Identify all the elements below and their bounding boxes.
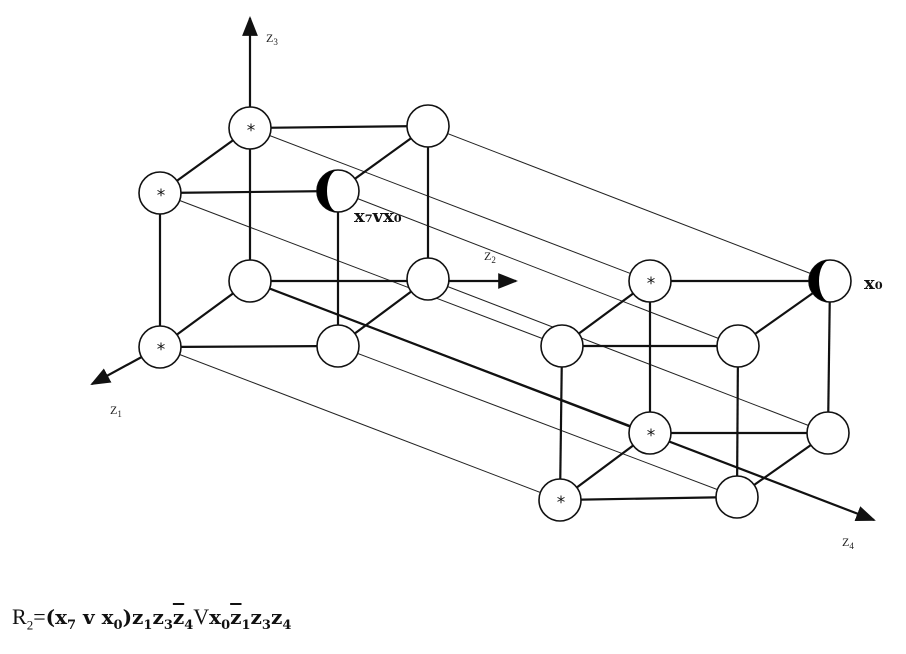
inter-cube-links [159, 125, 831, 501]
node-star [628, 259, 672, 303]
left-half-filled-node [316, 169, 360, 213]
node-star [228, 106, 272, 150]
star-mark: * [157, 186, 166, 206]
node [806, 411, 850, 455]
node [540, 324, 584, 368]
star-mark: * [647, 274, 656, 294]
node-star [138, 171, 182, 215]
star-mark: * [557, 493, 566, 513]
right-cube-edges [558, 279, 832, 502]
left-cube-edges [158, 124, 430, 349]
node-star [138, 325, 182, 369]
axes [90, 16, 876, 522]
star-marks: * * * * * * [157, 121, 656, 513]
z4-axis-label: Z4 [842, 535, 854, 551]
star-mark: * [647, 426, 656, 446]
left-cube-nodes [138, 104, 450, 369]
node [406, 257, 450, 301]
right-half-filled-node [808, 259, 852, 303]
z1-axis-label: Z1 [110, 403, 122, 419]
node-star [628, 411, 672, 455]
left-half-node-label: x₇vx₀ [354, 206, 402, 227]
node [716, 324, 760, 368]
node [316, 324, 360, 368]
node [228, 259, 272, 303]
node [406, 104, 450, 148]
right-half-node-label: x₀ [864, 273, 883, 294]
z2-axis-label: Z2 [484, 249, 496, 265]
star-mark: * [157, 340, 166, 360]
boolean-formula: R2=(x7 v x0)z1z3z4Vx0z1z3z4 [12, 604, 292, 633]
node [715, 475, 759, 519]
star-mark: * [247, 121, 256, 141]
z3-axis-label: Z3 [266, 31, 278, 47]
right-cube-nodes [538, 259, 850, 522]
node-star [538, 478, 582, 522]
hypercube-diagram: * * * * * * Z3 Z1 Z2 Z4 x₇vx₀ x₀ [90, 16, 883, 551]
